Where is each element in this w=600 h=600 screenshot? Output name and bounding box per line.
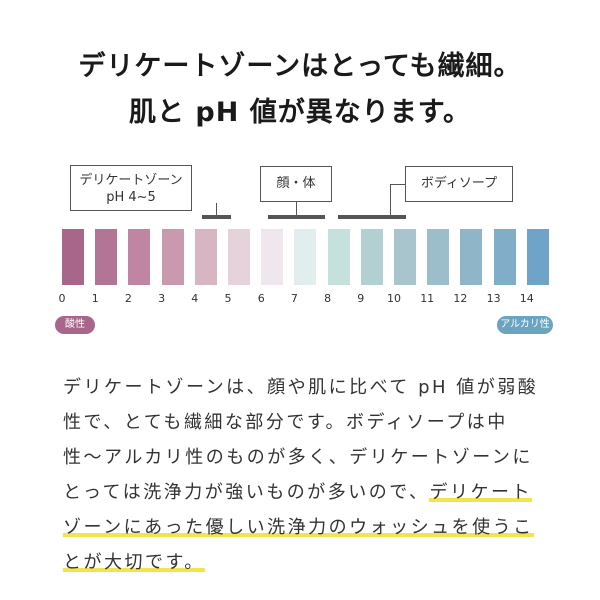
body-paragraph: デリケートゾーンは、顔や肌に比べて pH 値が弱酸性で、とても繊細な部分です。ボ… [63,370,543,580]
ph-swatch [493,229,516,285]
range-bar-body-soap [338,215,406,219]
ph-tick-label: 10 [387,292,401,305]
headline-line-1: デリケートゾーンはとっても繊細。 [78,51,522,82]
ph-tick-label: 8 [324,292,332,305]
ph-swatch [161,229,184,285]
ph-tick-label: 6 [257,292,265,305]
ph-swatch [62,229,84,285]
ph-swatch [261,229,284,285]
ph-tick-label: 0 [58,292,66,305]
range-bar-delicate-zone [202,215,231,219]
ph-tick-label: 12 [453,292,468,305]
body-text-plain: デリケートゾーンは、顔や肌に比べて pH 値が弱酸性で、とても繊細な部分です。ボ… [63,377,539,503]
ph-swatch [128,229,151,285]
ph-swatch [228,229,250,285]
ph-swatch [427,229,450,285]
connector-face-body [296,201,297,215]
callout-body-soap: ボディソープ [405,166,513,202]
callout-delicate-zone: デリケートゾーン pH 4~5 [70,165,192,211]
alkaline-badge: アルカリ性 [497,316,553,334]
ph-tick-label: 11 [420,292,435,305]
ph-swatch [194,229,217,285]
acid-badge: 酸性 [55,316,95,334]
ph-tick-label: 13 [486,292,501,305]
headline: デリケートゾーンはとっても繊細。 肌と pH 値が異なります。 [0,44,600,136]
callout-delicate-zone-label: デリケートゾーン [79,173,183,188]
ph-tick-label: 9 [357,292,365,305]
ph-swatch [360,229,383,285]
headline-line-2: 肌と pH 値が異なります。 [128,97,472,128]
callout-delicate-zone-ph: pH 4~5 [106,190,156,205]
ph-tick-label: 3 [158,292,166,305]
ph-tick-label: 2 [124,292,132,305]
connector-body-soap-elbow [390,184,405,185]
ph-swatch [394,229,416,285]
range-bar-face-body [268,215,325,219]
callout-face-body: 顔・体 [260,166,332,202]
ph-swatch [526,229,549,285]
ph-swatch [95,229,118,285]
ph-tick-label: 7 [290,292,298,305]
ph-tick-label: 14 [519,292,534,305]
ph-tick-label: 5 [224,292,232,305]
ph-tick-label: 4 [191,292,199,305]
ph-swatch [460,229,483,285]
ph-tick-label: 1 [91,292,99,305]
connector-delicate-zone [216,203,217,217]
connector-body-soap [390,185,391,217]
ph-swatch [294,229,317,285]
ph-swatch [327,229,350,285]
